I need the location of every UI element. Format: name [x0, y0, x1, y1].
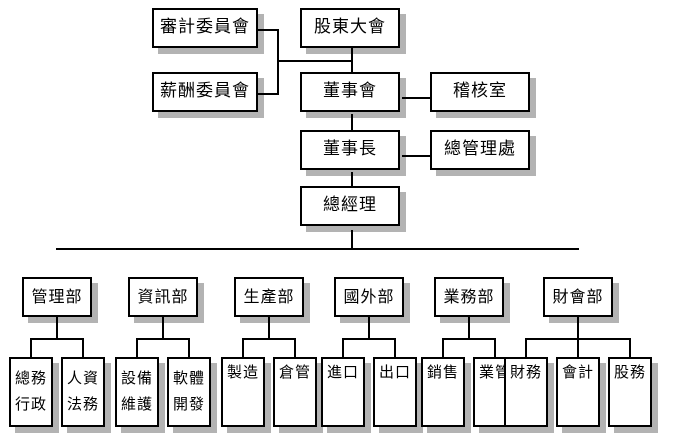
unit-label-line-1: 股務 [613, 363, 646, 381]
unit-label-line-1: 銷售 [426, 363, 459, 381]
connector-board-to-chairman [351, 114, 353, 138]
node-unit-selling[interactable]: 銷售 [421, 357, 465, 427]
connector-department-stem-admin [56, 317, 58, 338]
node-unit-manufacturing[interactable]: 製造 [221, 357, 265, 427]
node-comp-committee[interactable]: 薪酬委員會 [152, 72, 258, 112]
node-general-management-office[interactable]: 總管理處 [430, 130, 530, 170]
unit-label-line-1: 倉管 [278, 363, 311, 381]
unit-label-line-1: 財務 [509, 363, 542, 381]
unit-label-line-1: 人資 [66, 369, 99, 388]
connector-child-stem-equipment-maint [136, 338, 138, 357]
connector-president-to-bus [351, 230, 353, 250]
node-unit-general-affairs[interactable]: 總務行政 [9, 357, 53, 427]
connector-committee-to-main [277, 60, 353, 62]
node-shareholders-meeting[interactable]: 股東大會 [300, 8, 400, 48]
connector-child-stem-warehouse [294, 338, 296, 357]
node-department-admin[interactable]: 管理部 [22, 277, 92, 317]
connector-branch-bar-sales [443, 338, 495, 340]
connector-child-stem-hr-legal [82, 338, 84, 357]
unit-label-line-1: 軟體 [172, 369, 205, 388]
department-label: 生產部 [243, 286, 295, 306]
connector-board-to-audit-office [402, 97, 434, 99]
connector-child-stem-selling [442, 338, 444, 357]
node-audit-committee[interactable]: 審計委員會 [152, 8, 258, 48]
connector-department-stem-it [162, 317, 164, 338]
unit-label-line-2: 法務 [66, 395, 99, 413]
department-label: 國外部 [343, 286, 395, 306]
node-unit-hr-legal[interactable]: 人資法務 [61, 357, 105, 427]
node-unit-software-dev[interactable]: 軟體開發 [167, 357, 211, 427]
node-board-of-directors[interactable]: 董事會 [300, 72, 400, 112]
unit-label-line-1: 業管 [478, 363, 511, 381]
department-label: 業務部 [443, 286, 495, 306]
node-unit-equipment-maint[interactable]: 設備維護 [115, 357, 159, 427]
connector-child-stem-accounting [577, 338, 579, 357]
connector-child-stem-export [394, 338, 396, 357]
unit-label-line-2: 開發 [172, 395, 205, 413]
node-chairman[interactable]: 董事長 [300, 130, 400, 170]
connector-child-stem-manufacturing [242, 338, 244, 357]
unit-label-line-1: 進口 [326, 363, 359, 381]
node-label: 總經理 [323, 195, 377, 216]
node-label: 董事會 [323, 81, 377, 102]
node-label: 審計委員會 [160, 17, 250, 38]
unit-label-line-1: 會計 [561, 363, 594, 381]
connector-department-stem-production [268, 317, 270, 338]
node-department-it[interactable]: 資訊部 [128, 277, 198, 317]
connector-branch-bar-admin [31, 338, 83, 340]
connector-audit-committee-stub [256, 29, 279, 31]
connector-child-stem-import [342, 338, 344, 357]
node-unit-import[interactable]: 進口 [321, 357, 365, 427]
connector-department-stem-sales [468, 317, 470, 338]
unit-label-line-1: 設備 [120, 369, 153, 388]
node-department-production[interactable]: 生產部 [234, 277, 304, 317]
node-unit-treasury[interactable]: 財務 [504, 357, 548, 427]
connector-child-stem-treasury [525, 338, 527, 357]
department-label: 資訊部 [137, 286, 189, 306]
connector-branch-bar-overseas [343, 338, 395, 340]
connector-department-bus [56, 248, 579, 250]
unit-label-line-2: 行政 [14, 395, 47, 413]
connector-comp-committee-stub [256, 93, 279, 95]
connector-child-stem-general-affairs [30, 338, 32, 357]
unit-label-line-1: 總務 [14, 369, 47, 388]
connector-shareholders-to-board [351, 48, 353, 80]
connector-department-stem-overseas [368, 317, 370, 338]
connector-department-stem-finance [577, 317, 579, 338]
connector-chairman-to-president [351, 172, 353, 194]
node-president[interactable]: 總經理 [300, 186, 400, 226]
node-unit-stock-affairs[interactable]: 股務 [608, 357, 652, 427]
unit-label-line-1: 製造 [226, 363, 259, 381]
connector-branch-bar-it [137, 338, 189, 340]
unit-label-line-2: 維護 [120, 395, 153, 413]
node-unit-export[interactable]: 出口 [373, 357, 417, 427]
connector-child-stem-stock-affairs [629, 338, 631, 357]
department-label: 管理部 [31, 286, 83, 306]
node-department-overseas[interactable]: 國外部 [334, 277, 404, 317]
unit-label-line-1: 出口 [378, 363, 411, 381]
connector-committee-spine [277, 29, 279, 95]
department-label: 財會部 [552, 286, 604, 306]
connector-branch-bar-production [243, 338, 295, 340]
connector-chairman-to-gm-office [402, 155, 434, 157]
node-label: 稽核室 [453, 81, 507, 102]
node-label: 總管理處 [444, 139, 516, 160]
node-unit-accounting[interactable]: 會計 [556, 357, 600, 427]
node-label: 股東大會 [314, 17, 386, 38]
node-label: 薪酬委員會 [160, 81, 250, 102]
connector-child-stem-software-dev [188, 338, 190, 357]
node-department-sales[interactable]: 業務部 [434, 277, 504, 317]
node-unit-warehouse[interactable]: 倉管 [273, 357, 317, 427]
connector-child-stem-sales-control [494, 338, 496, 357]
node-label: 董事長 [323, 139, 377, 160]
node-department-finance[interactable]: 財會部 [543, 277, 613, 317]
node-audit-office[interactable]: 稽核室 [430, 72, 530, 112]
